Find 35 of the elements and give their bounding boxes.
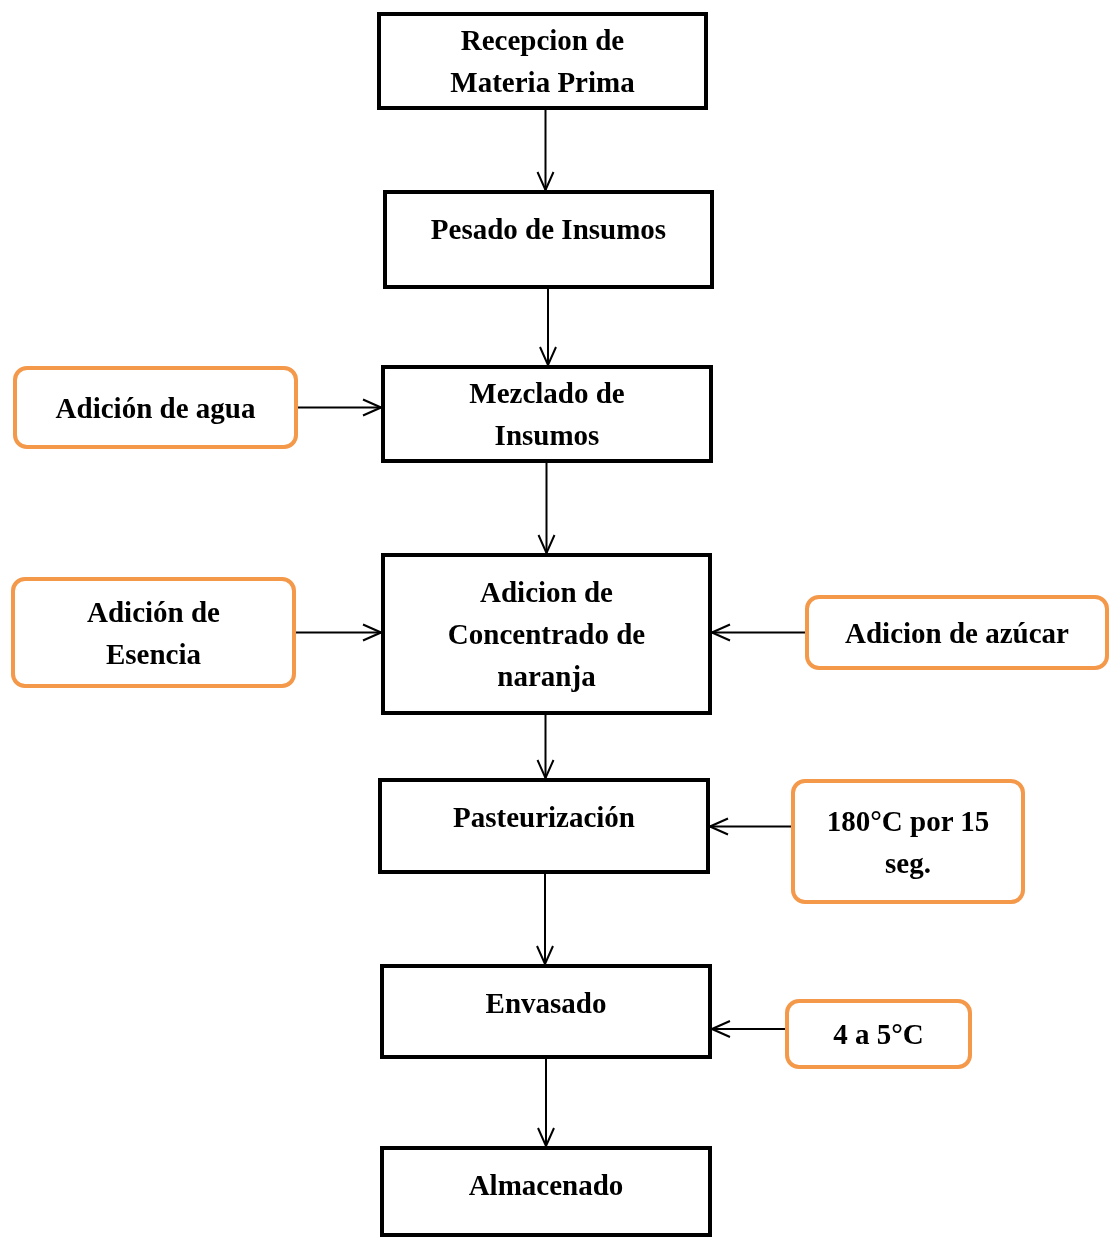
input-box bbox=[805, 595, 1109, 670]
node-label: Recepcion de Materia Prima bbox=[449, 23, 636, 100]
node-label: Mezclado de Insumos bbox=[468, 376, 626, 453]
node-label: 4 a 5°C bbox=[833, 1017, 924, 1052]
node-label: Adición de Esencia bbox=[86, 594, 221, 672]
node-label: Adición de agua bbox=[55, 390, 256, 426]
node-label: Pasteurización bbox=[453, 800, 635, 835]
arrow bbox=[536, 714, 555, 779]
node-label: Pesado de Insumos bbox=[430, 212, 667, 247]
process-box bbox=[380, 1146, 712, 1237]
process-box bbox=[377, 12, 708, 110]
arrow bbox=[297, 398, 382, 417]
arrow bbox=[295, 623, 382, 642]
node-label: Envasado bbox=[485, 986, 607, 1021]
input-box bbox=[785, 999, 972, 1069]
process-box bbox=[383, 190, 714, 289]
node-label: 180°C por 15 seg. bbox=[825, 803, 991, 881]
input-box bbox=[11, 577, 296, 688]
process-box bbox=[380, 964, 712, 1059]
arrow bbox=[537, 462, 556, 554]
process-box bbox=[381, 553, 712, 715]
node-label: Adicion de Concentrado de naranja bbox=[446, 575, 647, 694]
arrow bbox=[709, 817, 792, 836]
input-box bbox=[791, 779, 1025, 904]
arrow bbox=[537, 1058, 555, 1147]
node-label: Almacenado bbox=[468, 1168, 624, 1203]
arrow bbox=[539, 288, 557, 366]
arrow bbox=[711, 623, 806, 642]
node-label: Adicion de azúcar bbox=[845, 615, 1069, 651]
arrow bbox=[536, 109, 555, 191]
input-box bbox=[13, 366, 298, 449]
process-box bbox=[381, 365, 713, 463]
arrow bbox=[711, 1020, 786, 1038]
arrow bbox=[536, 873, 554, 965]
process-box bbox=[378, 778, 710, 874]
